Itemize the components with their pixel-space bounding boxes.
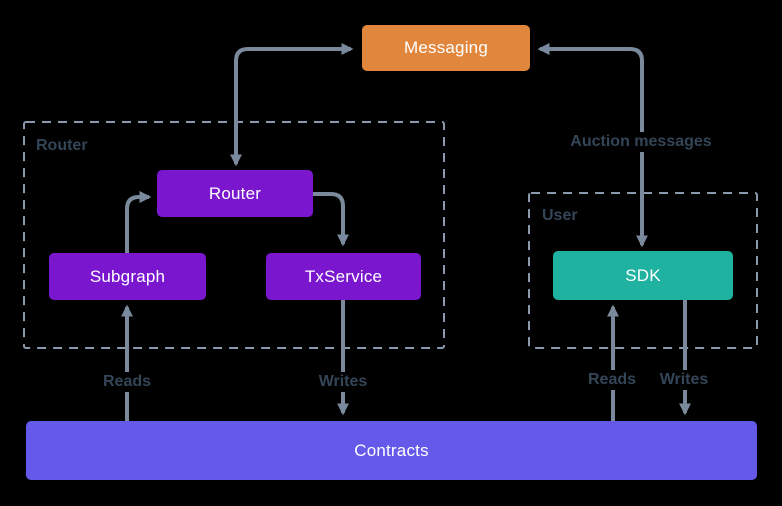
node-txservice: TxService: [266, 253, 421, 300]
edge-subgraph-router: [125, 191, 152, 253]
node-subgraph-label: Subgraph: [89, 266, 166, 286]
edge-label-reads-right: Reads: [582, 370, 642, 390]
edge-label-reads-left: Reads: [97, 372, 157, 392]
node-messaging-label: Messaging: [403, 38, 488, 57]
edge-router-txservice: [313, 192, 349, 247]
node-contracts: Contracts: [26, 421, 757, 480]
node-sdk: SDK: [553, 251, 733, 300]
node-contracts-label: Contracts: [354, 440, 429, 460]
edge-router-messaging: [230, 43, 354, 167]
node-sdk-label: SDK: [625, 265, 661, 285]
user-group-label: User: [542, 207, 578, 224]
node-messaging: Messaging: [362, 25, 530, 71]
node-subgraph: Subgraph: [49, 253, 206, 300]
edge-label-writes-left: Writes: [313, 372, 373, 392]
node-router-label: Router: [208, 183, 262, 203]
edge-label-auction-messages: Auction messages: [565, 132, 717, 152]
router-group-label: Router: [36, 137, 88, 154]
edge-label-writes-right: Writes: [654, 370, 714, 390]
node-router: Router: [157, 170, 313, 217]
node-txservice-label: TxService: [304, 266, 383, 286]
edge-messaging-sdk: [537, 43, 648, 248]
